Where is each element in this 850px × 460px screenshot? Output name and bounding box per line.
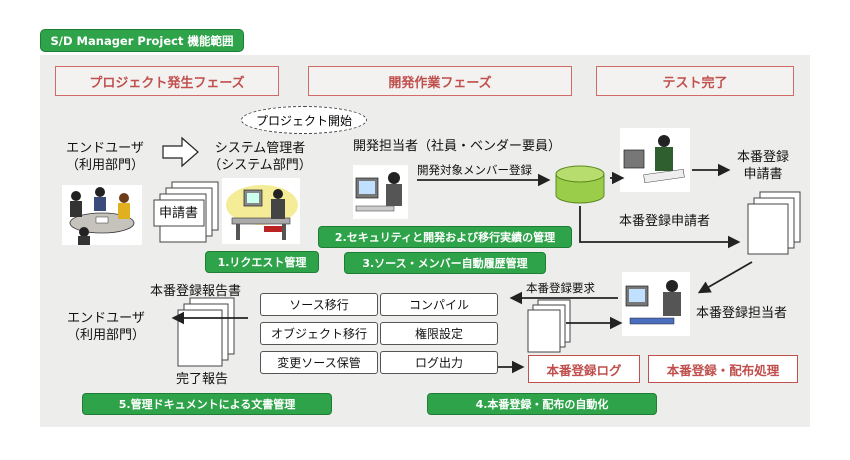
sysadmin-name: システム管理者 (214, 141, 306, 156)
registrar-illustration-icon (622, 272, 690, 336)
prod-report-label: 本番登録報告書 (150, 284, 242, 299)
prod-application-doc-label: 本番登録 申請書 (728, 149, 798, 183)
meeting-illustration-icon (62, 185, 142, 245)
function-5-document-management: 5.管理ドキュメントによる文書管理 (82, 393, 332, 415)
function-2-security-management: 2.セキュリティと開発および移行実績の管理 (318, 226, 572, 248)
end-user-dept: （利用部門） (65, 158, 144, 173)
prod-app-line2: 申請書 (743, 167, 783, 182)
prod-registrar-label: 本番登録担当者 (696, 306, 788, 321)
task-log-output: ログ出力 (380, 351, 498, 374)
function-3-source-history: 3.ソース・メンバー自動履歴管理 (344, 252, 546, 274)
prod-applicant-label: 本番登録申請者 (619, 214, 711, 229)
end-user2-dept: （利用部門） (66, 328, 145, 343)
completion-report-label: 完了報告 (176, 372, 229, 387)
task-compile: コンパイル (380, 293, 498, 316)
request-doc-stack-icon (527, 299, 571, 353)
developer-illustration-icon (353, 165, 408, 219)
end-user2-label: エンドユーザ （利用部門） (56, 310, 156, 344)
member-registration-label: 開発対象メンバー登録 (417, 163, 532, 177)
task-source-migration: ソース移行 (260, 293, 378, 316)
block-arrow-icon (162, 136, 199, 168)
sysadmin-dept: （システム部門） (208, 158, 312, 173)
function-4-automated-deployment: 4.本番登録・配布の自動化 (427, 393, 657, 415)
prod-log-box: 本番登録ログ (528, 355, 640, 383)
end-user2-name: エンドユーザ (67, 311, 145, 326)
application-doc-stack-icon (153, 181, 219, 243)
prod-request-label: 本番登録要求 (526, 281, 595, 295)
prod-distribution-box: 本番登録・配布処理 (648, 355, 798, 383)
project-start-bubble: プロジェクト開始 (241, 106, 367, 134)
application-doc-label: 申請書 (159, 206, 199, 221)
applicant-illustration-icon (620, 128, 690, 192)
report-doc-stack-icon (177, 297, 235, 367)
function-1-request-management: 1.リクエスト管理 (205, 251, 319, 273)
task-permission-settings: 権限設定 (380, 322, 498, 345)
database-icon (555, 165, 605, 204)
prod-application-doc-stack-icon (747, 191, 801, 255)
prod-app-line1: 本番登録 (736, 150, 789, 165)
end-user-label: エンドユーザ （利用部門） (55, 140, 155, 174)
phase-project-start: プロジェクト発生フェーズ (55, 66, 279, 96)
sysadmin-illustration-icon (222, 178, 300, 244)
diagram-title: S/D Manager Project 機能範囲 (40, 29, 244, 52)
developer-label: 開発担当者（社員・ベンダー要員） (353, 139, 562, 154)
phase-development: 開発作業フェーズ (308, 66, 572, 96)
task-object-migration: オブジェクト移行 (260, 322, 378, 345)
task-changed-source-storage: 変更ソース保管 (260, 351, 378, 374)
sysadmin-label: システム管理者 （システム部門） (205, 140, 315, 174)
flow-arrows (162, 136, 753, 374)
phase-test-complete: テスト完了 (596, 66, 794, 96)
end-user-name: エンドユーザ (66, 141, 144, 156)
